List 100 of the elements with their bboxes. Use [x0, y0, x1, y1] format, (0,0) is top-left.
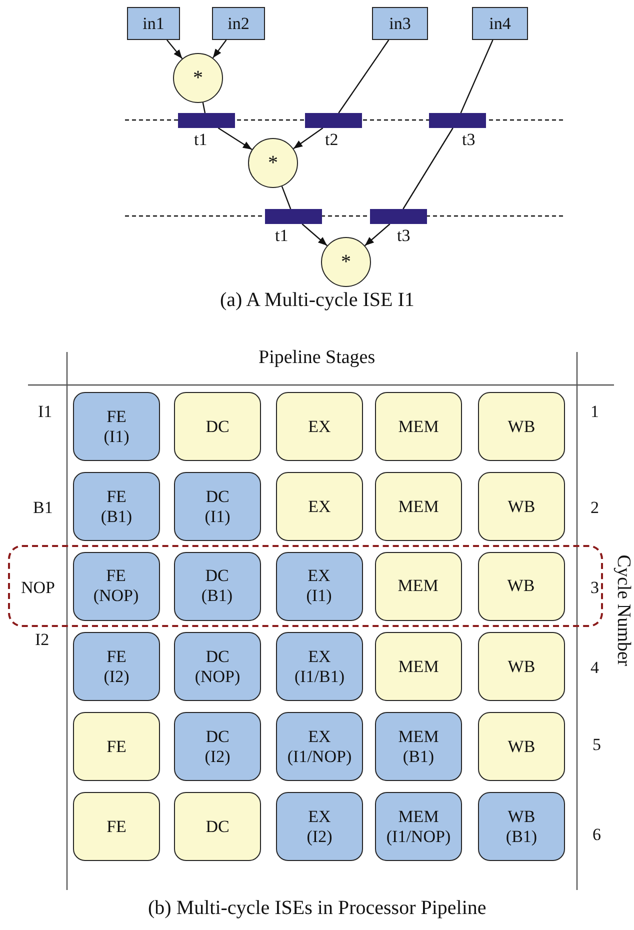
stage-cell [174, 392, 261, 461]
instruction-label: (NOP) [194, 666, 240, 686]
operator-symbol: * [341, 250, 351, 274]
input-label: in4 [489, 14, 511, 34]
stage-cell [276, 472, 363, 541]
instruction-label: (B1) [100, 506, 132, 526]
stage-name: DC [206, 486, 230, 506]
stage-name: DC [206, 816, 230, 836]
input-label: in3 [389, 14, 411, 34]
input-label: in2 [228, 14, 250, 34]
stage-name: FE [106, 646, 126, 666]
stage-name: DC [206, 416, 230, 436]
stage-cell [478, 792, 565, 861]
stage-cell [374, 552, 462, 620]
register-label: t3 [397, 226, 410, 246]
stage-name: FE [106, 566, 126, 586]
instruction-label: (I2) [104, 666, 130, 686]
operation-circle [173, 53, 223, 103]
instruction-label: (I1) [104, 426, 130, 446]
input-box [212, 7, 265, 40]
stage-cell [478, 712, 565, 781]
stage-name: EX [308, 496, 331, 516]
stage-cell [73, 632, 160, 701]
instruction-label: (I1) [204, 506, 230, 526]
arrow [293, 128, 324, 150]
stage-name: DC [206, 726, 230, 746]
cycle-number: 6 [592, 826, 601, 844]
input-label: in1 [142, 14, 164, 34]
stage-cell [276, 552, 362, 620]
stage-name: EX [308, 416, 331, 436]
stage-name: MEM [398, 656, 439, 676]
arrow [302, 224, 328, 246]
stage-name: EX [308, 646, 331, 666]
operation-circle [248, 138, 298, 188]
stage-cell [375, 392, 462, 461]
input-box [127, 7, 180, 40]
stage-name: WB [508, 656, 536, 676]
stage-name: MEM [398, 496, 439, 516]
stage-cell [276, 632, 363, 701]
instruction-label: (I2) [306, 826, 332, 846]
stage-cell [375, 632, 462, 701]
stage-cell [73, 792, 160, 861]
stage-cell [478, 552, 564, 620]
cycle-number: 2 [590, 498, 599, 518]
stage-name: EX [308, 806, 331, 826]
stage-name: MEM [398, 726, 439, 746]
operator-symbol: * [268, 152, 278, 174]
register-label: t3 [462, 130, 476, 150]
axis-title: Cycle Number [612, 554, 633, 666]
row-label: NOP [21, 578, 56, 598]
instruction-label: (B1) [201, 586, 233, 606]
stage-name: WB [508, 736, 536, 756]
stage-name: DC [206, 646, 230, 666]
arrow [212, 40, 227, 58]
stage-cell [72, 552, 160, 620]
stage-name: WB [508, 806, 536, 826]
stage-name: EX [308, 566, 330, 586]
input-box [372, 7, 428, 40]
stage-cell [375, 472, 462, 541]
register-label: t1 [194, 130, 208, 150]
stage-cell [276, 792, 363, 861]
stage-name: FE [106, 406, 126, 426]
instruction-label: (I1/NOP) [386, 826, 451, 846]
row-highlight [8, 545, 603, 627]
stage-cell [478, 632, 565, 701]
instruction-label: (I2) [204, 746, 230, 766]
stage-name: FE [106, 816, 126, 836]
instruction-label: (B1) [402, 746, 434, 766]
stage-name: MEM [398, 806, 439, 826]
stage-cell [174, 552, 260, 620]
instruction-label: (I1) [306, 586, 332, 606]
stage-cell [478, 472, 565, 541]
cycle-number: 3 [590, 578, 599, 598]
stage-cell [73, 472, 160, 541]
stage-name: WB [508, 496, 536, 516]
stage-name: WB [508, 416, 536, 436]
instruction-label: (I1/B1) [294, 666, 345, 686]
input-box [472, 7, 528, 40]
arrow [218, 128, 252, 150]
figure-caption: (b) Multi-cycle ISEs in Processor Pipeline [148, 897, 486, 919]
stage-name: WB [507, 576, 535, 596]
stage-name: MEM [398, 576, 438, 596]
axis-title: Pipeline Stages [258, 348, 376, 368]
register-label: t1 [275, 226, 288, 246]
instruction-label: (B1) [506, 826, 538, 846]
cycle-number: 4 [590, 658, 599, 678]
operator-symbol: * [193, 66, 203, 90]
stage-name: EX [308, 726, 331, 746]
stage-cell [73, 712, 160, 781]
instruction-label: (I1/NOP) [287, 746, 352, 766]
row-label: I1 [38, 402, 52, 422]
stage-name: FE [106, 736, 126, 756]
stage-name: MEM [398, 416, 439, 436]
arrow [364, 224, 390, 246]
register-label: t2 [325, 130, 338, 150]
row-label: I2 [35, 630, 50, 650]
cycle-number: 5 [592, 736, 601, 754]
stage-name: FE [106, 486, 126, 506]
stage-name: DC [205, 566, 229, 586]
arrow [166, 40, 183, 60]
